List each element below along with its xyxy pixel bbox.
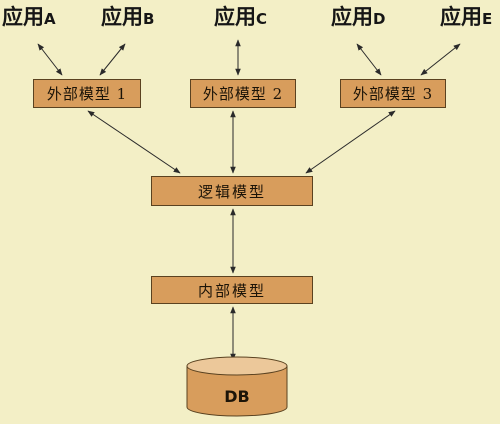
internal-model-label: 内部模型	[197, 281, 266, 300]
database-cylinder	[186, 356, 288, 417]
external-model-1-label: 外部模型 1	[46, 85, 128, 103]
link-app-a-external-1	[37, 43, 63, 76]
logical-model-box: 逻辑模型	[151, 176, 313, 206]
link-external-1-logical	[87, 110, 181, 174]
application-c-letter: C	[256, 10, 268, 28]
application-d-letter: D	[373, 10, 386, 28]
external-model-1-box: 外部模型 1	[33, 79, 141, 108]
application-c-label: 应用C	[214, 7, 267, 28]
link-app-b-external-1	[99, 43, 126, 76]
application-d-name: 应用	[331, 5, 373, 29]
external-model-2-label: 外部模型 2	[202, 85, 284, 103]
application-b-name: 应用	[101, 5, 143, 29]
application-a-letter: A	[44, 10, 56, 28]
link-external-3-logical	[305, 110, 396, 174]
link-app-d-external-3	[356, 43, 382, 76]
application-a-label: 应用A	[2, 7, 56, 28]
logical-model-label: 逻辑模型	[197, 182, 266, 201]
application-c-name: 应用	[214, 5, 256, 29]
application-e-label: 应用E	[440, 7, 492, 28]
application-b-letter: B	[143, 10, 155, 28]
application-a-name: 应用	[2, 5, 44, 29]
external-model-3-box: 外部模型 3	[340, 79, 446, 108]
application-b-label: 应用B	[101, 7, 154, 28]
internal-model-box: 内部模型	[151, 276, 313, 304]
database-label: DB	[224, 387, 250, 406]
application-e-name: 应用	[440, 5, 482, 29]
external-model-2-box: 外部模型 2	[190, 79, 296, 108]
link-app-e-external-3	[420, 43, 461, 76]
application-e-letter: E	[482, 10, 493, 28]
application-d-label: 应用D	[331, 7, 385, 28]
external-model-3-label: 外部模型 3	[352, 85, 434, 103]
